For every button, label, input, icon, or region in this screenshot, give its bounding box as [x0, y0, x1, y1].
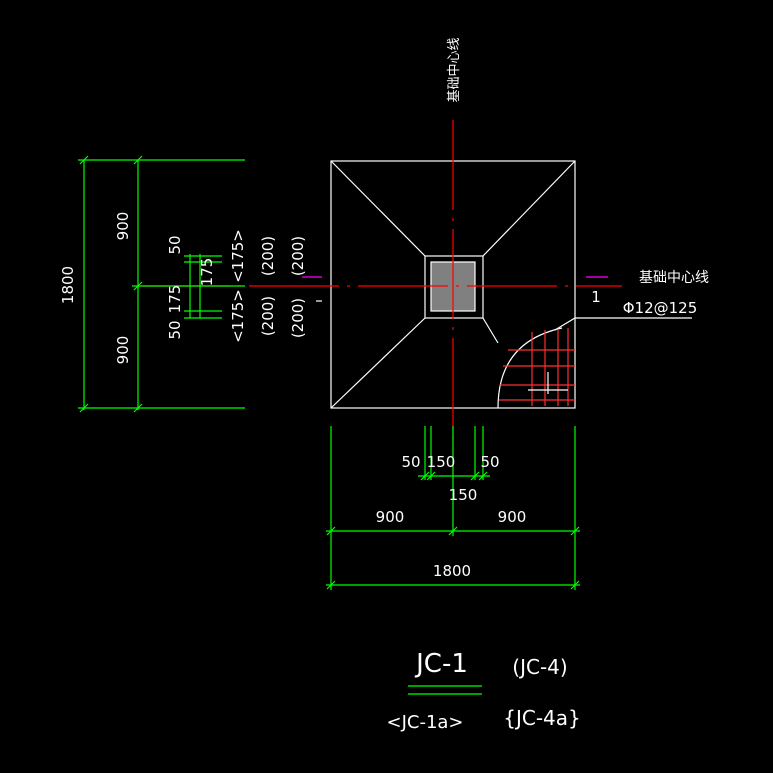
rebar-arc [497, 327, 563, 409]
slope-line-tr [482, 160, 576, 257]
foundation-id-paren: (JC-4) [512, 655, 567, 679]
section-marker-label: 1 [591, 288, 601, 306]
tick [570, 526, 580, 536]
bottom-900-right-label: 900 [498, 508, 527, 526]
foundation-id-main: JC-1 [414, 649, 468, 679]
left-paren-200-b-bottom-label: (200) [289, 298, 307, 338]
left-dim-ticks [79, 155, 143, 413]
left-lower-label: 900 [114, 336, 132, 365]
left-dimensions [78, 159, 245, 410]
tick [426, 471, 436, 481]
bottom-150-center-label: 150 [449, 486, 478, 504]
bottom-900-left-label: 900 [376, 508, 405, 526]
bottom-50-left-label: 50 [401, 453, 420, 471]
center-line-label-vertical: 基础中心线 [447, 37, 462, 102]
rebar-detail [497, 327, 575, 409]
tick [448, 526, 458, 536]
rebar-spec-label: Φ12@125 [623, 299, 698, 317]
left-50-top-label: 50 [166, 235, 184, 254]
foundation-id-a: <JC-1a> [386, 712, 463, 733]
tick [478, 471, 488, 481]
left-bracket-175-top-label: <175> [229, 229, 247, 283]
rebar-leader-line [554, 317, 692, 331]
left-175-top-label: 175 [198, 258, 216, 287]
tick [133, 403, 143, 413]
bottom-dimensions [326, 426, 580, 590]
bottom-150-label: 150 [427, 453, 456, 471]
bottom-50-right-label: 50 [480, 453, 499, 471]
tick [133, 281, 143, 291]
foundation-id-brace: {JC-4a} [503, 706, 581, 730]
slope-line-br [482, 317, 499, 344]
slope-line-bl [330, 317, 426, 409]
left-upper-label: 900 [114, 212, 132, 241]
left-bracket-175-bottom-label: <175> [229, 289, 247, 343]
tick [326, 526, 336, 536]
tick [326, 580, 336, 590]
pedestal-outline [424, 255, 484, 319]
left-paren-200-b-top-label: (200) [289, 236, 307, 276]
center-line-label-horizontal: 基础中心线 [639, 269, 709, 286]
left-paren-200-a-top-label: (200) [259, 236, 277, 276]
left-paren-200-a-bottom-label: (200) [259, 296, 277, 336]
tick [133, 155, 143, 165]
tick [420, 471, 430, 481]
tick [470, 471, 480, 481]
bottom-total-label: 1800 [433, 562, 471, 580]
slope-line-tl [330, 160, 426, 257]
rebar-leader [316, 300, 692, 331]
tick [79, 155, 89, 165]
left-total-label: 1800 [59, 266, 77, 304]
left-50-bottom-label: 50 [166, 320, 184, 339]
tick [79, 403, 89, 413]
bottom-dim-ticks [326, 471, 580, 590]
left-175-bottom-label: 175 [166, 285, 184, 314]
tick [570, 580, 580, 590]
